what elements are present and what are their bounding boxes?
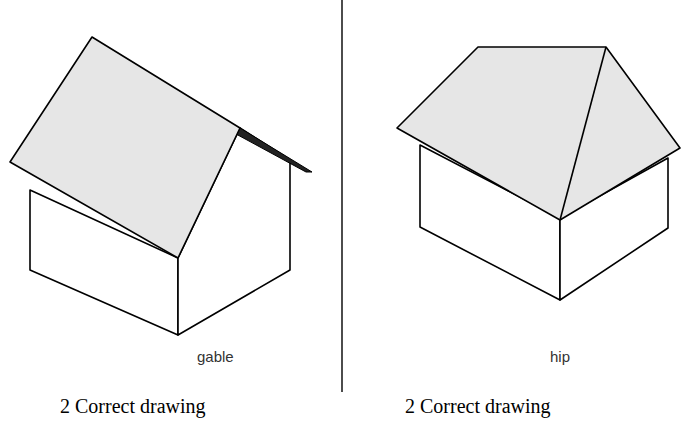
divider	[341, 0, 342, 392]
gable-roof	[10, 37, 240, 258]
hip-roof	[397, 47, 680, 220]
mark-note: 2 Correct drawing	[60, 395, 206, 418]
mark-note: 2 Correct drawing	[405, 395, 551, 418]
roof-edge	[236, 128, 312, 172]
house-type-label: gable	[197, 348, 234, 365]
gable-house	[10, 37, 312, 335]
hip-line	[560, 47, 606, 220]
house-type-label: hip	[550, 348, 570, 365]
hip-house	[397, 47, 680, 300]
